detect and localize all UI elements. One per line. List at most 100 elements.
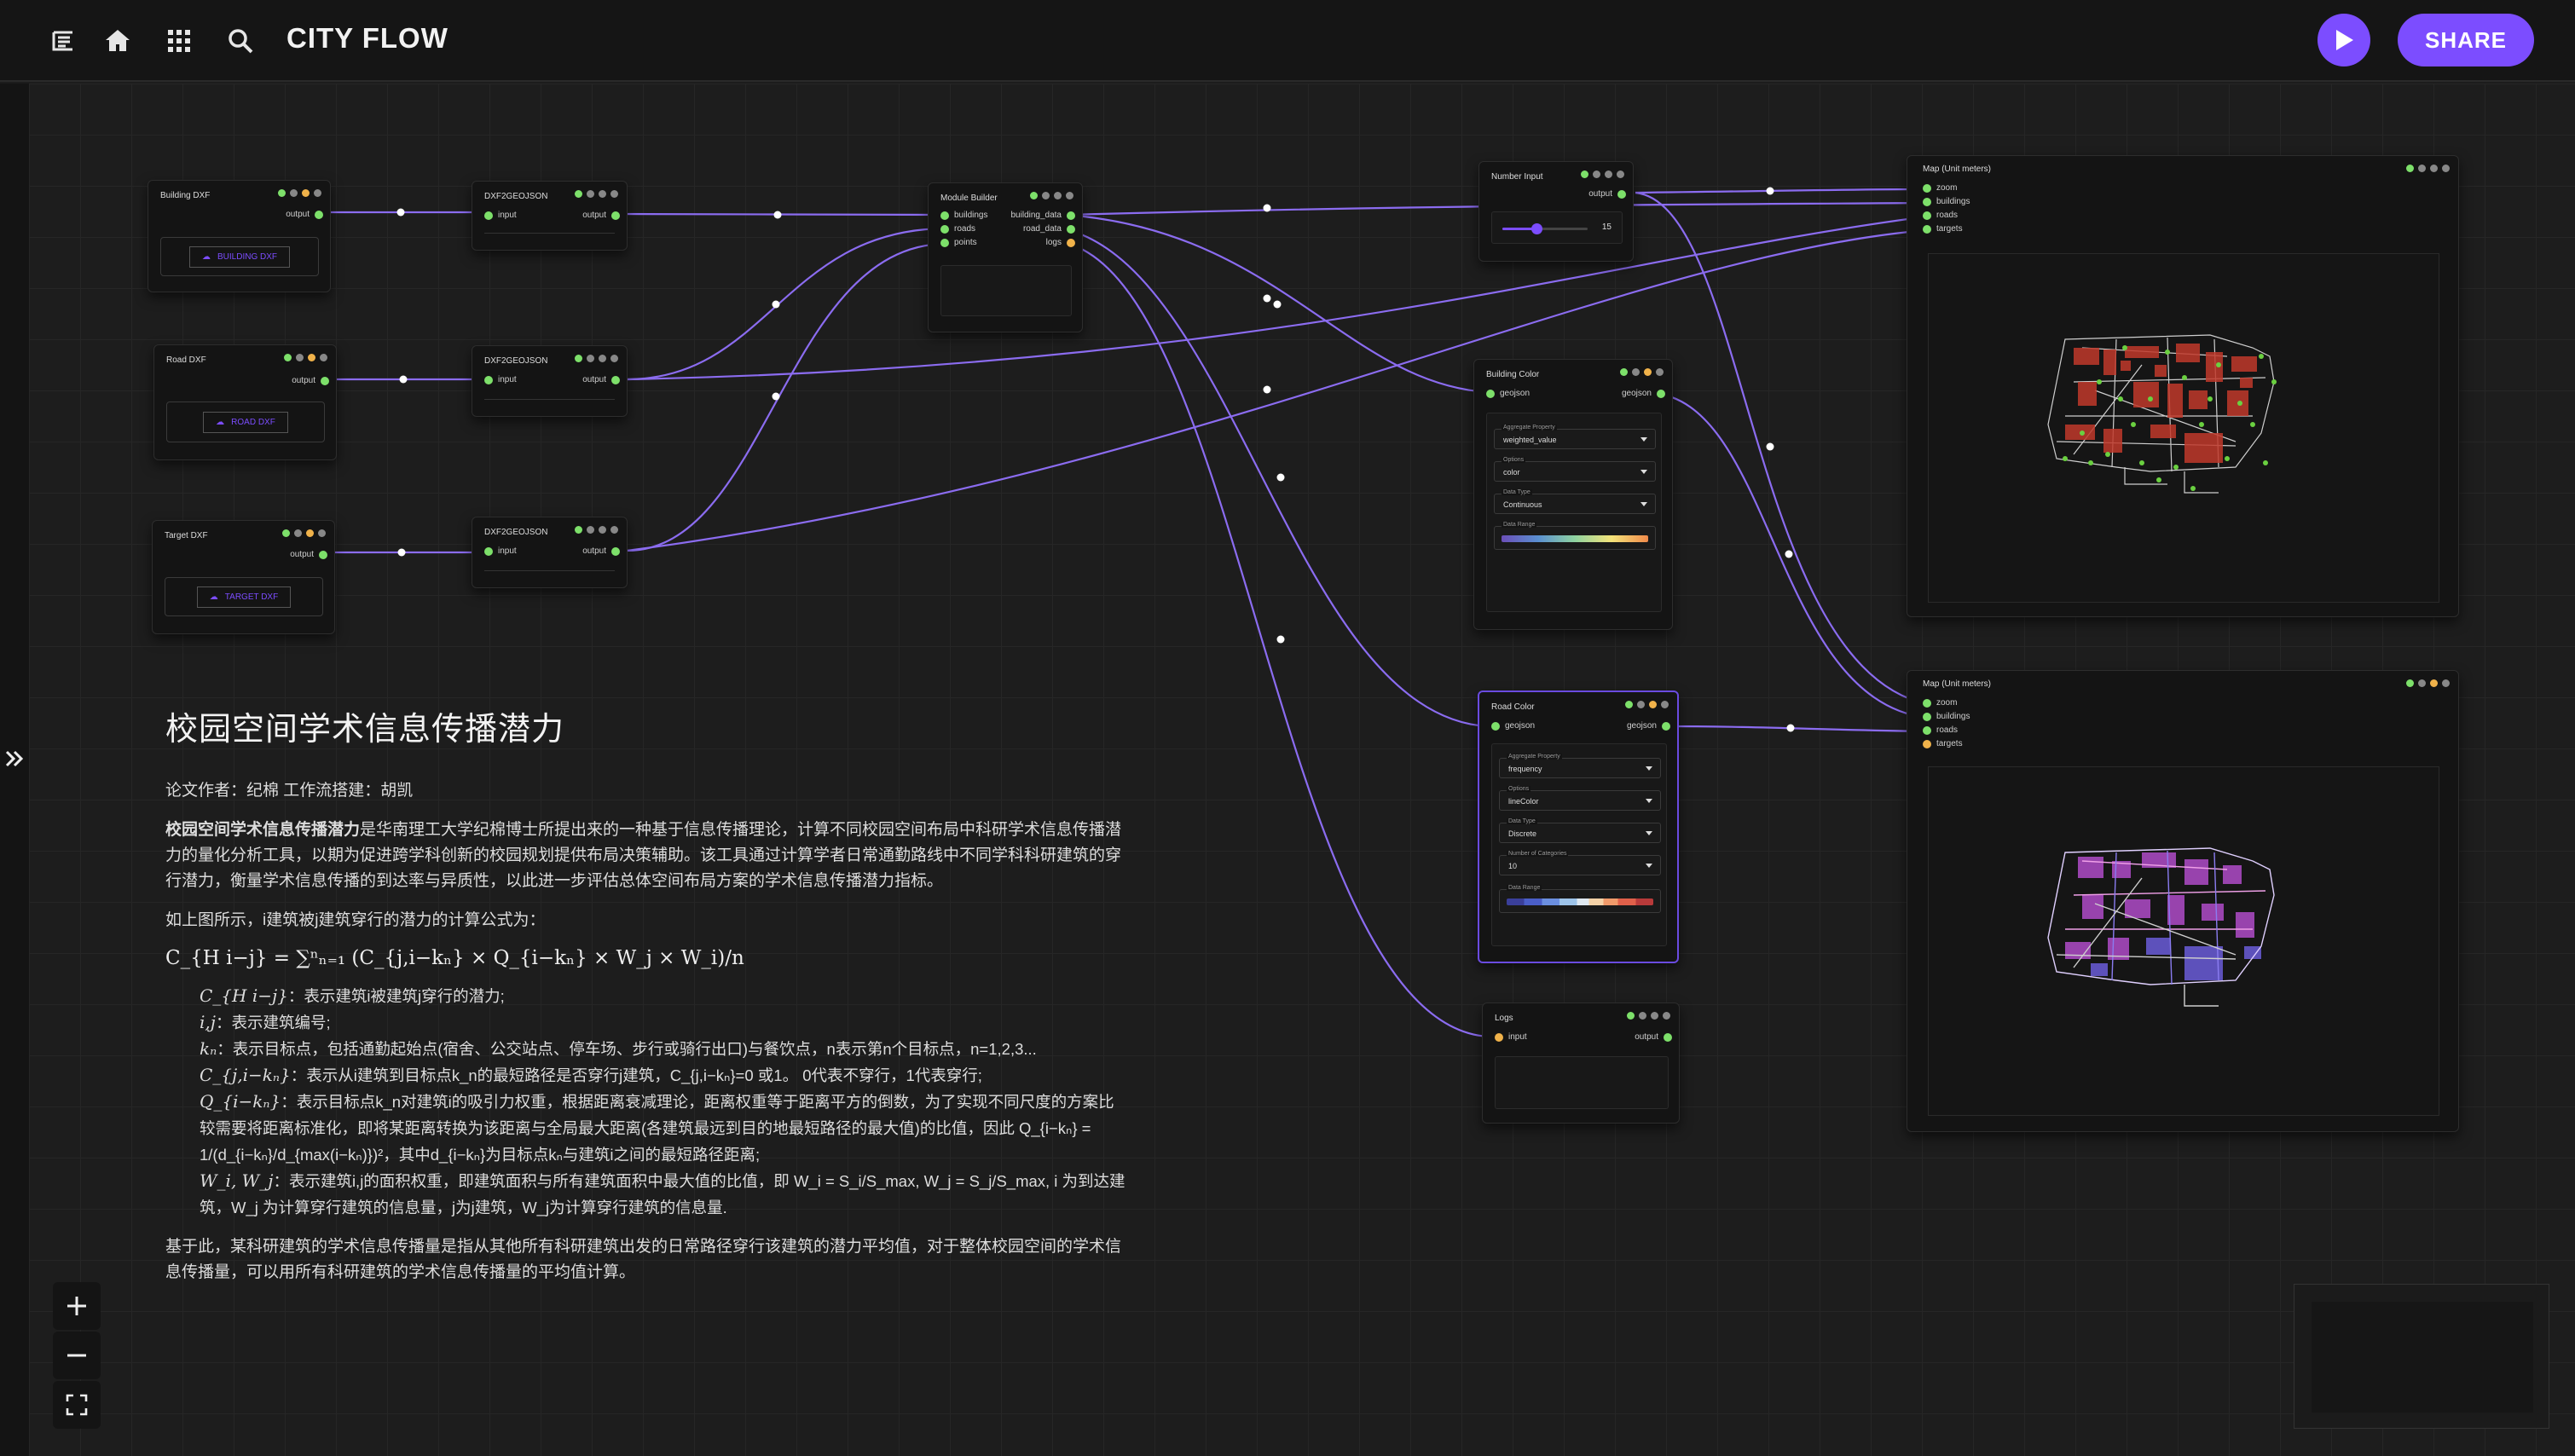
input-port-points[interactable]: points [940,238,977,247]
expand-icon[interactable] [290,189,298,197]
settings-icon[interactable] [318,529,326,537]
settings-icon[interactable] [1663,1012,1670,1020]
output-port[interactable]: output [286,210,323,219]
pin-icon[interactable] [302,189,310,197]
expand-icon[interactable] [296,354,304,361]
settings-icon[interactable] [1617,170,1624,178]
dxf2geojson-node-1[interactable]: DXF2GEOJSON input output [472,181,628,251]
pin-icon[interactable] [1644,368,1652,376]
settings-icon[interactable] [320,354,327,361]
input-port-roads[interactable]: roads [1923,211,1958,220]
output-port[interactable]: output [290,550,327,559]
input-port-zoom[interactable]: zoom [1923,183,1957,193]
settings-icon[interactable] [610,526,618,534]
settings-icon[interactable] [2442,679,2450,687]
input-port[interactable]: input [484,546,517,556]
zoom-in-button[interactable] [53,1282,101,1330]
expand-icon[interactable] [1042,192,1050,199]
input-port[interactable]: input [484,211,517,220]
zoom-out-button[interactable] [53,1332,101,1379]
home-icon[interactable] [97,20,138,61]
settings-icon[interactable] [314,189,321,197]
output-port[interactable]: geojson [1627,721,1670,731]
color-gradient-bar[interactable] [1502,535,1648,542]
expand-icon[interactable] [1632,368,1640,376]
dxf2geojson-node-3[interactable]: DXF2GEOJSON input output [472,517,628,588]
building-dxf-node[interactable]: Building DXF output ☁BUILDING DXF [148,180,331,292]
menu-icon[interactable] [43,20,84,61]
output-port[interactable]: output [1588,189,1626,199]
input-port-buildings[interactable]: buildings [940,211,987,220]
output-port[interactable]: output [292,376,329,385]
input-port-roads[interactable]: roads [1923,725,1958,735]
target-dxf-upload[interactable]: ☁TARGET DXF [165,577,323,616]
input-port-targets[interactable]: targets [1923,739,1963,748]
map-view-1[interactable] [1928,253,2439,603]
road-color-node[interactable]: Road Color geojson geojson Aggregate Pro… [1478,690,1679,963]
pin-icon[interactable] [308,354,315,361]
dxf2geojson-node-2[interactable]: DXF2GEOJSON input output [472,345,628,417]
number-value[interactable]: 15 [1601,222,1612,232]
pin-icon[interactable] [306,529,314,537]
input-port-buildings[interactable]: buildings [1923,712,1970,721]
expand-icon[interactable] [1593,170,1600,178]
building-dxf-upload[interactable]: ☁BUILDING DXF [160,237,319,276]
input-port-roads[interactable]: roads [940,224,975,234]
pin-icon[interactable] [1605,170,1612,178]
map-view-2[interactable] [1928,766,2439,1116]
input-port[interactable]: input [1495,1032,1527,1042]
map-node-1[interactable]: Map (Unit meters) zoom buildings roads t… [1907,155,2459,617]
data-range-field[interactable]: Data Range [1494,522,1656,550]
expand-icon[interactable] [587,355,594,362]
output-port-road-data[interactable]: road_data [1023,224,1075,234]
pin-icon[interactable] [599,190,606,198]
map-node-2[interactable]: Map (Unit meters) zoom buildings roads t… [1907,670,2459,1132]
output-port[interactable]: geojson [1622,389,1665,398]
expand-icon[interactable] [1639,1012,1646,1020]
expand-icon[interactable] [587,526,594,534]
settings-icon[interactable] [610,190,618,198]
pin-icon[interactable] [599,355,606,362]
settings-icon[interactable] [1656,368,1664,376]
expand-icon[interactable] [1637,701,1645,708]
expand-icon[interactable] [2418,679,2426,687]
minimap[interactable] [2294,1284,2549,1429]
input-port-targets[interactable]: targets [1923,224,1963,234]
pin-icon[interactable] [599,526,606,534]
input-port-zoom[interactable]: zoom [1923,698,1957,708]
building-color-node[interactable]: Building Color geojson geojson Aggregate… [1473,359,1673,630]
settings-icon[interactable] [610,355,618,362]
search-icon[interactable] [220,20,261,61]
target-dxf-node[interactable]: Target DXF output ☁TARGET DXF [152,520,335,634]
pin-icon[interactable] [2430,679,2438,687]
apps-grid-icon[interactable] [159,20,200,61]
logs-node[interactable]: Logs input output [1482,1002,1680,1124]
data-range-field[interactable]: Data Range [1499,885,1661,913]
settings-icon[interactable] [1066,192,1073,199]
expand-sidebar-button[interactable] [0,740,29,777]
number-input-node[interactable]: Number Input output 15 [1478,161,1634,262]
pin-icon[interactable] [1651,1012,1658,1020]
slider-track[interactable] [1502,223,1588,234]
expand-icon[interactable] [587,190,594,198]
pin-icon[interactable] [2430,165,2438,172]
module-builder-node[interactable]: Module Builder buildings roads points bu… [928,182,1083,332]
road-dxf-upload[interactable]: ☁ROAD DXF [166,402,325,442]
expand-icon[interactable] [294,529,302,537]
pin-icon[interactable] [1649,701,1657,708]
settings-icon[interactable] [1661,701,1669,708]
output-port-logs[interactable]: logs [1046,238,1075,247]
output-port[interactable]: output [582,375,620,384]
input-port[interactable]: geojson [1491,721,1535,731]
expand-icon[interactable] [2418,165,2426,172]
input-port-buildings[interactable]: buildings [1923,197,1970,206]
input-port[interactable]: input [484,375,517,384]
output-port[interactable]: output [1635,1032,1672,1042]
output-port[interactable]: output [582,211,620,220]
